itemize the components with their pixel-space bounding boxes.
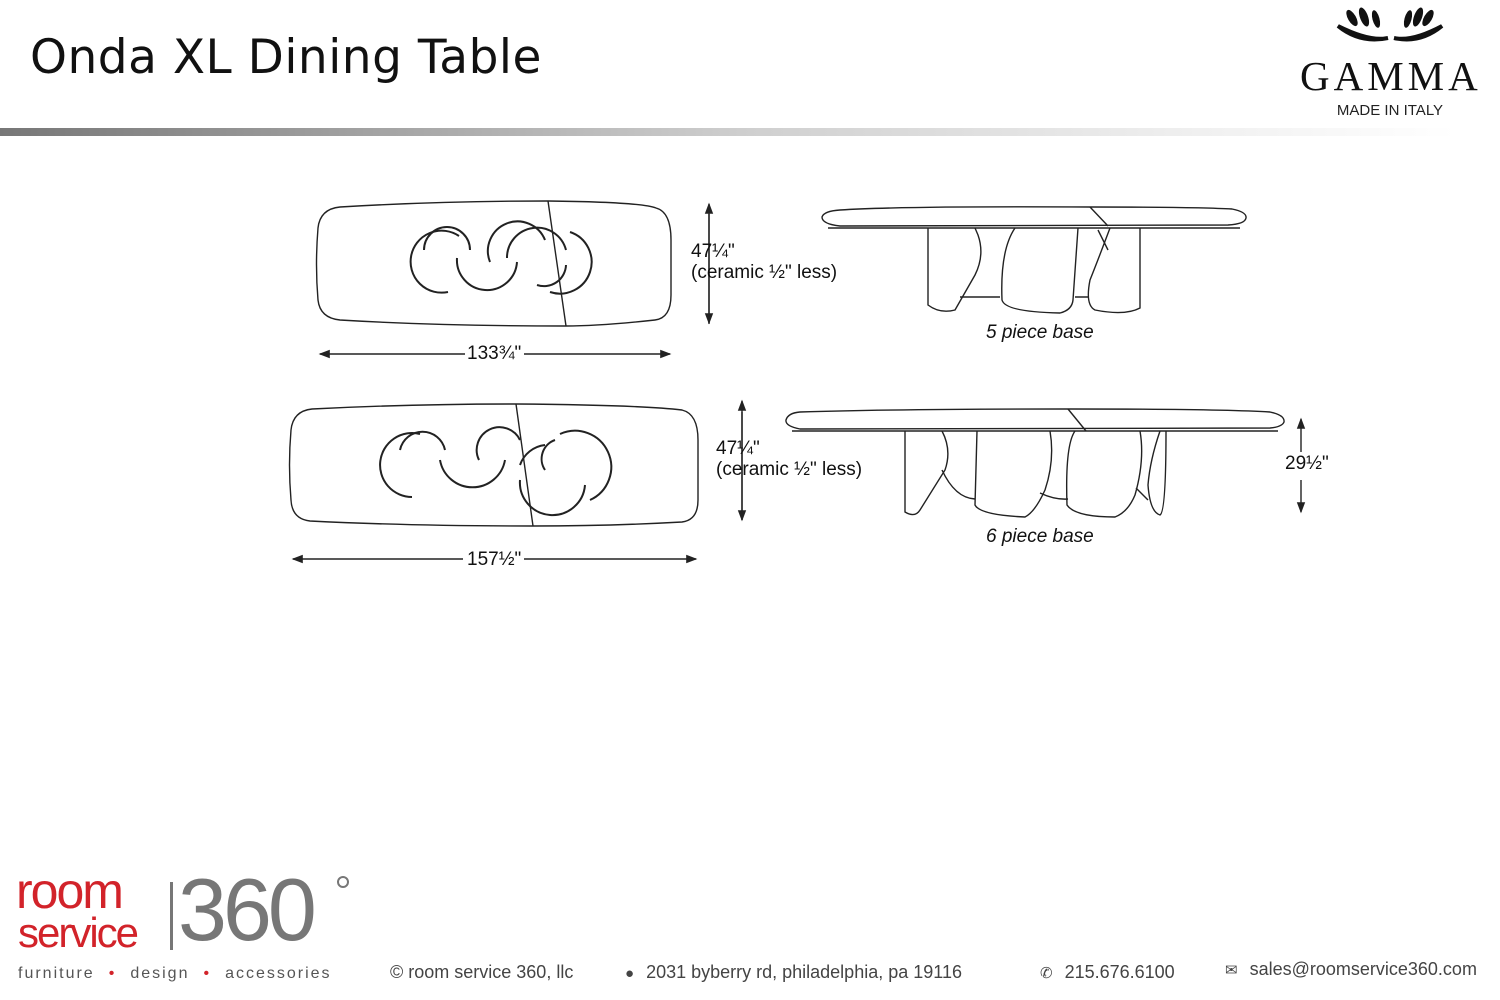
footer-tagline: furniture•design•accessories xyxy=(18,965,332,982)
degree-icon xyxy=(337,876,349,888)
depth-label-6: 47¼" xyxy=(716,438,760,459)
width-label-5: 133¾" xyxy=(467,343,522,364)
tagline-furniture: furniture xyxy=(18,965,95,982)
top-view-6-piece xyxy=(288,403,699,527)
depth-label-5: 47¼" xyxy=(691,241,735,262)
logo-divider xyxy=(170,882,173,950)
email-link[interactable]: sales@roomservice360.com xyxy=(1249,959,1477,979)
logo-room: room xyxy=(16,863,124,919)
tagline-design: design xyxy=(130,965,190,982)
depth-note-5: (ceramic ½" less) xyxy=(691,262,838,283)
side-view-6-piece xyxy=(785,408,1285,518)
phone-text[interactable]: 215.676.6100 xyxy=(1064,962,1175,982)
phone-icon: ✆ xyxy=(1040,965,1053,982)
header-divider xyxy=(0,128,1500,136)
page-title: Onda XL Dining Table xyxy=(30,30,542,85)
top-view-5-piece xyxy=(315,200,672,327)
envelope-icon: ✉ xyxy=(1225,962,1238,979)
gamma-logo: GAMMA MADE IN ITALY xyxy=(1300,4,1480,124)
logo-service: service xyxy=(18,909,139,956)
depth-note-6: (ceramic ½" less) xyxy=(716,459,863,480)
address-text: 2031 byberry rd, philadelphia, pa 19116 xyxy=(646,962,962,982)
base-label-6: 6 piece base xyxy=(986,526,1094,547)
width-label-6: 157½" xyxy=(467,549,522,570)
brand-tagline: MADE IN ITALY xyxy=(1336,102,1444,119)
footer-phone: ✆ 215.676.6100 xyxy=(1040,962,1175,983)
tagline-accessories: accessories xyxy=(225,965,332,982)
footer-copyright: © room service 360, llc xyxy=(390,962,574,982)
side-view-5-piece xyxy=(821,206,1247,314)
brand-name: GAMMA xyxy=(1300,53,1482,99)
logo-360: 360 xyxy=(178,860,317,959)
map-pin-icon: ● xyxy=(625,965,635,982)
footer-address: ● 2031 byberry rd, philadelphia, pa 19116 xyxy=(625,962,962,983)
hands-icon xyxy=(1336,7,1444,42)
height-label: 29½" xyxy=(1285,453,1329,474)
footer-email: ✉ sales@roomservice360.com xyxy=(1225,959,1477,980)
base-label-5: 5 piece base xyxy=(986,322,1094,343)
